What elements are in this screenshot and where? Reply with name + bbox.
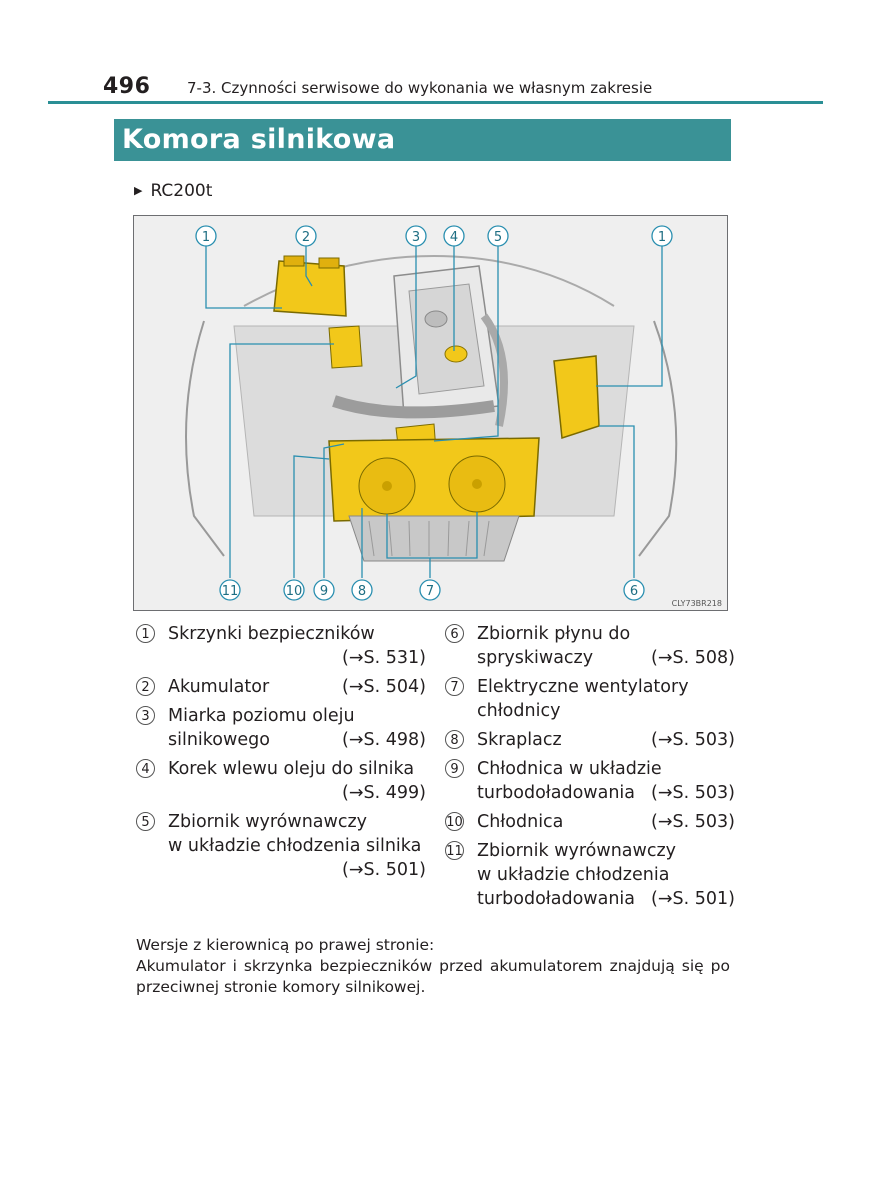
legend-label: Elektryczne wentylatory	[477, 677, 689, 697]
callout-5: 5	[494, 230, 502, 245]
legend-number: 3	[136, 706, 155, 725]
legend-number: 1	[136, 624, 155, 643]
callout-6: 6	[630, 584, 638, 599]
legend-item: 9 Chłodnica w układzie turbodoładowania …	[445, 757, 735, 805]
legend-label: Chłodnica w układzie	[477, 759, 662, 779]
legend-item: 7 Elektryczne wentylatory chłodnicy	[445, 675, 735, 723]
section-title-bar: Komora silnikowa	[114, 119, 731, 161]
legend-label: Skrzynki bezpieczników	[168, 624, 375, 644]
triangle-bullet-icon: ▶	[134, 184, 143, 197]
callout-8: 8	[358, 584, 366, 599]
page-reference: (→S. 531)	[342, 648, 426, 668]
legend-label-line2: turbodoładowania	[477, 783, 636, 803]
section-title: Komora silnikowa	[122, 124, 396, 155]
legend-label-line2: silnikowego	[168, 730, 270, 750]
legend-number: 6	[445, 624, 464, 643]
legend-label-line3: turbodoładowania	[477, 889, 636, 909]
note-body: Akumulator i skrzynka bezpieczników prze…	[136, 957, 730, 996]
legend-number: 9	[445, 759, 464, 778]
variant-label: ▶ RC200t	[134, 181, 212, 201]
legend-label-line2: chłodnicy	[477, 701, 561, 721]
variant-text: RC200t	[150, 181, 213, 201]
legend-label: Korek wlewu oleju do silnika	[168, 759, 415, 779]
page-header: 496 7-3. Czynności serwisowe do wykonani…	[103, 74, 723, 104]
legend-label: Zbiornik wyrównawczy	[168, 812, 367, 832]
legend-item: 11 Zbiornik wyrównawczy w układzie chłod…	[445, 839, 735, 911]
page-reference: (→S. 504)	[342, 677, 426, 697]
legend-number: 2	[136, 677, 155, 696]
page-reference: (→S. 501)	[342, 860, 426, 880]
legend-number: 11	[445, 841, 464, 860]
page-reference: (→S. 498)	[342, 730, 426, 750]
legend-item: 2 Akumulator (→S. 504)	[136, 675, 426, 699]
page-reference: (→S. 503)	[651, 783, 735, 803]
legend-label: Skraplacz	[477, 730, 562, 750]
page-reference: (→S. 503)	[651, 730, 735, 750]
note-heading: Wersje z kierownicą po prawej stronie:	[136, 936, 435, 954]
legend-item: 3 Miarka poziomu oleju silnikowego (→S. …	[136, 704, 426, 752]
legend-label-line2: w układzie chłodzenia silnika	[168, 836, 422, 856]
legend-item: 5 Zbiornik wyrównawczy w układzie chłodz…	[136, 810, 426, 882]
legend-item: 1 Skrzynki bezpieczników (→S. 531)	[136, 622, 426, 670]
callout-1-top-left: 1	[202, 230, 210, 245]
callout-3: 3	[412, 230, 420, 245]
legend-item: 6 Zbiornik płynu do spryskiwaczy (→S. 50…	[445, 622, 735, 670]
legend-number: 5	[136, 812, 155, 831]
chapter-title: 7-3. Czynności serwisowe do wykonania we…	[187, 79, 653, 97]
engine-bay-illustration: 1 2 3 4 5 1 11 10 9 8 7 6 CLY73BR218	[134, 216, 727, 610]
callout-9: 9	[320, 584, 328, 599]
callout-11: 11	[222, 584, 239, 599]
legend-label: Chłodnica	[477, 812, 564, 832]
page-reference: (→S. 508)	[651, 648, 735, 668]
figure-code: CLY73BR218	[672, 599, 722, 608]
legend-item: 8 Skraplacz (→S. 503)	[445, 728, 735, 752]
page-reference: (→S. 499)	[342, 783, 426, 803]
callout-7: 7	[426, 584, 434, 599]
legend-number: 7	[445, 677, 464, 696]
legend-number: 4	[136, 759, 155, 778]
legend-label: Akumulator	[168, 677, 270, 697]
legend-label-line2: spryskiwaczy	[477, 648, 594, 668]
legend-left-column: 1 Skrzynki bezpieczników (→S. 531) 2 Aku…	[136, 622, 426, 887]
page-reference: (→S. 501)	[651, 889, 735, 909]
callout-4: 4	[450, 230, 458, 245]
page-reference: (→S. 503)	[651, 812, 735, 832]
legend-number: 8	[445, 730, 464, 749]
page-number: 496	[103, 74, 151, 99]
callout-2: 2	[302, 230, 310, 245]
legend-number: 10	[445, 812, 464, 831]
legend-label: Zbiornik wyrównawczy	[477, 841, 676, 861]
legend-item: 4 Korek wlewu oleju do silnika (→S. 499)	[136, 757, 426, 805]
callout-10: 10	[286, 584, 303, 599]
legend-item: 10 Chłodnica (→S. 503)	[445, 810, 735, 834]
engine-bay-figure: 1 2 3 4 5 1 11 10 9 8 7 6 CLY73BR218	[133, 215, 728, 611]
header-rule	[48, 101, 823, 104]
legend-label: Miarka poziomu oleju	[168, 706, 355, 726]
rhd-note: Wersje z kierownicą po prawej stronie: A…	[136, 935, 730, 998]
legend-label: Zbiornik płynu do	[477, 624, 631, 644]
callout-1-top-right: 1	[658, 230, 666, 245]
legend-right-column: 6 Zbiornik płynu do spryskiwaczy (→S. 50…	[445, 622, 735, 916]
legend-label-line2: w układzie chłodzenia	[477, 865, 670, 885]
